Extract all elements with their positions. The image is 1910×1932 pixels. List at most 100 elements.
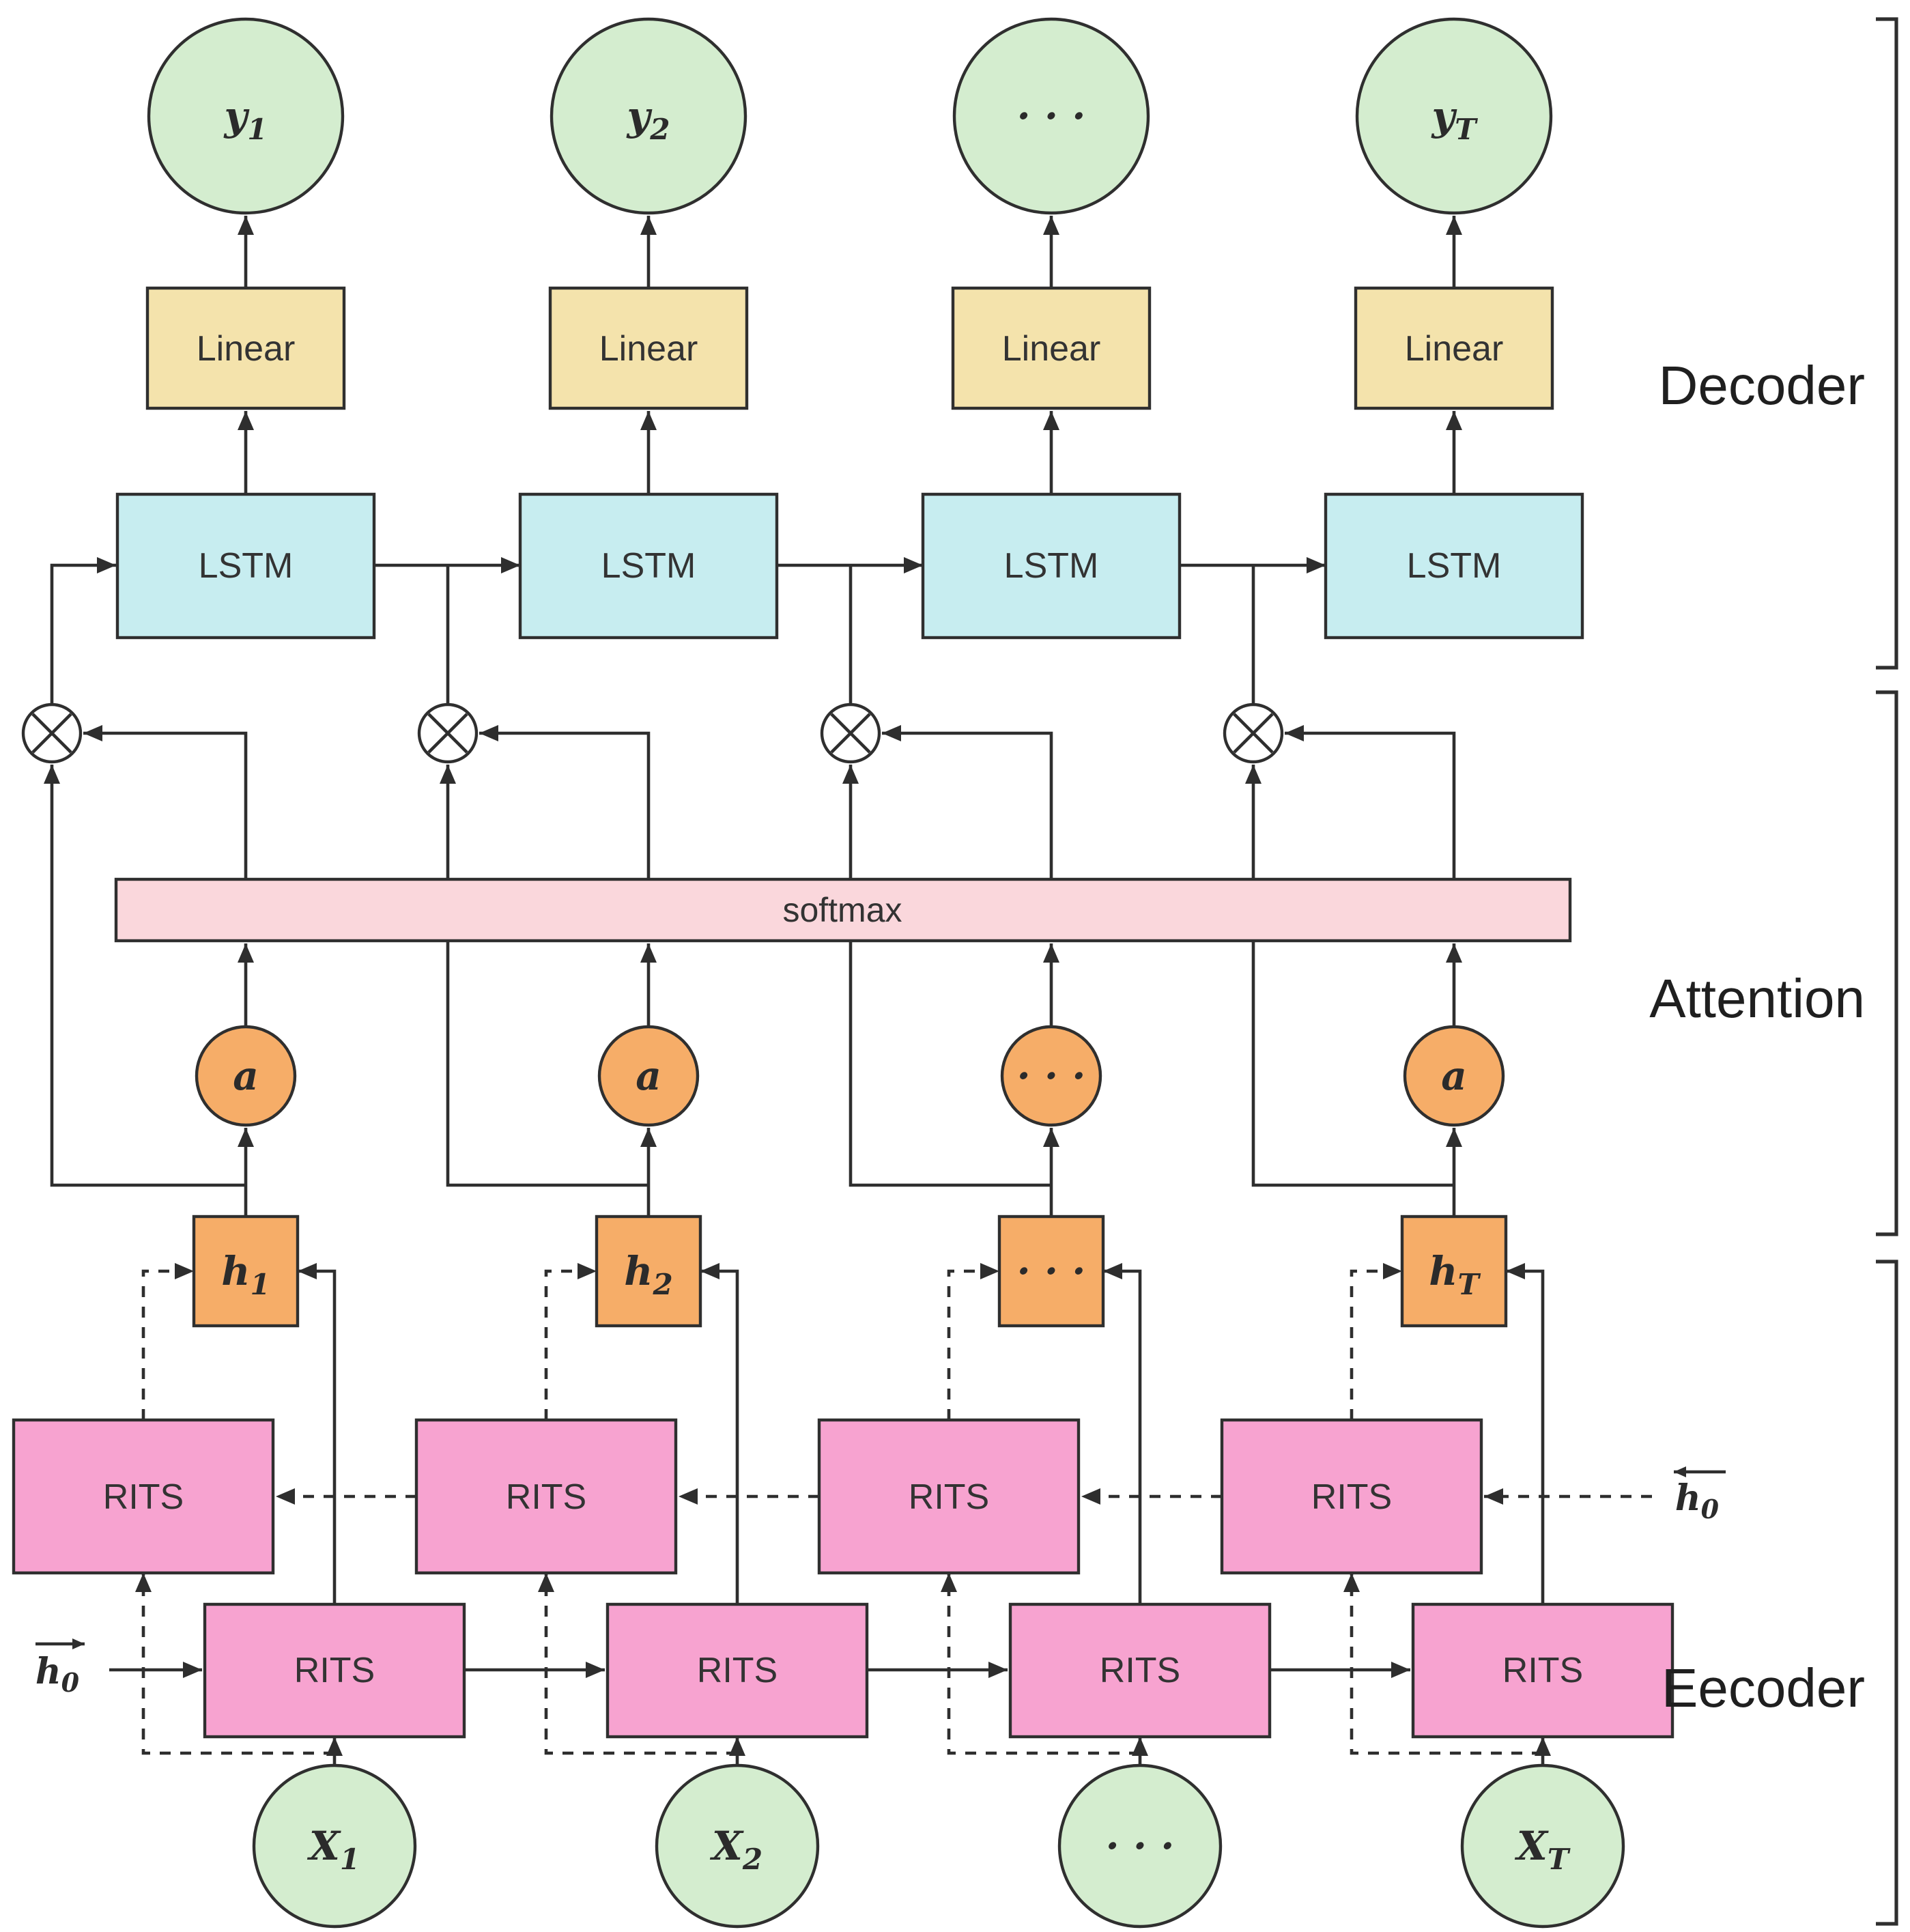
arrow-forward-rits-to-hidden-2 <box>700 1263 739 1604</box>
arrow-hidden-branch-to-multiply-2 <box>440 765 648 1187</box>
hidden-label-3: · · · <box>1017 1248 1086 1294</box>
output-circle-1 <box>147 17 345 215</box>
lstm-box-4 <box>1324 492 1584 640</box>
score-circle-4 <box>1403 1025 1505 1127</box>
rits-backward-box-1 <box>12 1418 275 1575</box>
score-label-2: a <box>636 1053 661 1099</box>
input-label-4: XT <box>1514 1823 1571 1876</box>
input-circle-2 <box>655 1763 820 1929</box>
arrow-hidden-branch-to-multiply-1 <box>44 765 246 1187</box>
output-circle-3 <box>952 17 1150 215</box>
svg-text:h0: h0 <box>1675 1477 1720 1524</box>
score-label-3: · · · <box>1017 1053 1086 1099</box>
rits-forward-box-4 <box>1411 1602 1674 1739</box>
arrow-input-to-backward-rits-1 <box>135 1573 334 1755</box>
output-label-3: · · · <box>1017 93 1086 139</box>
arrow-softmax-to-multiply-4 <box>1285 725 1456 879</box>
arrow-input-to-backward-rits-2 <box>538 1573 737 1755</box>
softmax-bar <box>114 877 1572 943</box>
hidden-label-4: hT <box>1429 1248 1481 1301</box>
input-label-1: X1 <box>307 1823 360 1876</box>
output-circle-4 <box>1355 17 1553 215</box>
input-circle-3 <box>1057 1763 1223 1929</box>
linear-label-3: Linear <box>1002 329 1101 369</box>
rits-forward-box-3 <box>1008 1602 1272 1739</box>
rits-backward-box-3 <box>817 1418 1081 1575</box>
arrow-backward-rits-to-hidden-4 <box>1350 1263 1402 1420</box>
input-label-2: X2 <box>709 1823 762 1876</box>
linear-label-1: Linear <box>197 329 296 369</box>
arrow-input-to-backward-rits-4 <box>1343 1573 1543 1755</box>
arrow-forward-rits-to-hidden-4 <box>1506 1263 1545 1604</box>
input-circle-1 <box>252 1763 417 1929</box>
lstm-box-3 <box>921 492 1182 640</box>
section-annotations: Decoder Attention Eecoder <box>1649 17 1898 1926</box>
lstm-box-2 <box>518 492 779 640</box>
input-label-3: · · · <box>1106 1823 1175 1869</box>
linear-box-3 <box>951 286 1152 410</box>
rits-forward-label-1: RITS <box>294 1651 375 1690</box>
arrow-hidden-branch-to-multiply-3 <box>842 765 1051 1187</box>
rits-forward-box-2 <box>605 1602 869 1739</box>
rits-backward-label-4: RITS <box>1311 1477 1392 1517</box>
arrow-softmax-to-multiply-2 <box>479 725 651 879</box>
rits-backward-box-2 <box>414 1418 678 1575</box>
multiply-icon-2 <box>417 702 479 764</box>
output-circle-2 <box>550 17 747 215</box>
lstm-label-4: LSTM <box>1407 546 1502 586</box>
h0-backward-label: h0 <box>1674 1466 1726 1524</box>
hidden-state-box-3 <box>997 1214 1105 1328</box>
attention-bracket <box>1876 690 1898 1236</box>
multiply-icon-1 <box>21 702 83 764</box>
score-label-4: a <box>1441 1053 1467 1099</box>
encoder-section: h1 h2 · · · hT RITS RITS RITS RITS RITS … <box>12 1214 1726 1929</box>
hidden-label-2: h2 <box>624 1248 672 1301</box>
score-circle-1 <box>195 1025 297 1127</box>
score-circle-2 <box>597 1025 700 1127</box>
svg-text:h0: h0 <box>35 1651 80 1698</box>
arrow-backward-rits-to-hidden-3 <box>947 1263 999 1420</box>
output-label-4: yT <box>1431 93 1479 146</box>
encoder-bracket <box>1876 1260 1898 1926</box>
decoder-section: y1 y2 · · · yT Linear Linear Linear Line… <box>115 17 1584 640</box>
lstm-label-1: LSTM <box>199 546 294 586</box>
arrow-forward-rits-to-hidden-1 <box>298 1263 337 1604</box>
score-label-1: a <box>233 1053 259 1099</box>
rits-forward-box-1 <box>203 1602 466 1739</box>
score-circle-3 <box>1000 1025 1102 1127</box>
hidden-state-box-4 <box>1400 1214 1508 1328</box>
softmax-label: softmax <box>782 891 902 929</box>
hidden-label-1: h1 <box>221 1248 270 1301</box>
h0-forward-label: h0 <box>35 1638 85 1698</box>
arrow-input-to-backward-rits-3 <box>941 1573 1140 1755</box>
decoder-bracket <box>1876 17 1898 670</box>
rits-forward-label-2: RITS <box>697 1651 778 1690</box>
linear-box-1 <box>145 286 346 410</box>
output-label-2: y2 <box>626 93 670 146</box>
connector-lines <box>44 216 1652 1765</box>
arrow-forward-rits-to-hidden-3 <box>1103 1263 1142 1604</box>
linear-box-2 <box>548 286 749 410</box>
rits-backward-label-1: RITS <box>103 1477 184 1517</box>
arrow-hidden-branch-to-multiply-4 <box>1245 765 1454 1187</box>
arrow-multiply-to-lstm-1 <box>50 557 116 705</box>
rits-forward-label-3: RITS <box>1100 1651 1180 1690</box>
multiply-icon-3 <box>820 702 881 764</box>
arrow-softmax-to-multiply-3 <box>882 725 1053 879</box>
arrow-backward-rits-to-hidden-1 <box>141 1263 194 1420</box>
arrow-backward-rits-to-hidden-2 <box>544 1263 597 1420</box>
lstm-label-3: LSTM <box>1004 546 1099 586</box>
lstm-label-2: LSTM <box>601 546 696 586</box>
lstm-box-1 <box>115 492 376 640</box>
hidden-state-box-2 <box>595 1214 702 1328</box>
decoder-label: Decoder <box>1659 355 1865 416</box>
output-label-1: y1 <box>223 93 268 146</box>
linear-label-4: Linear <box>1405 329 1504 369</box>
attention-label: Attention <box>1649 968 1865 1029</box>
attention-section: softmax a a · · · a <box>21 702 1572 1127</box>
arrow-softmax-to-multiply-1 <box>83 725 248 879</box>
rits-forward-label-4: RITS <box>1502 1651 1583 1690</box>
encoder-label: Eecoder <box>1662 1658 1865 1718</box>
linear-box-4 <box>1354 286 1554 410</box>
